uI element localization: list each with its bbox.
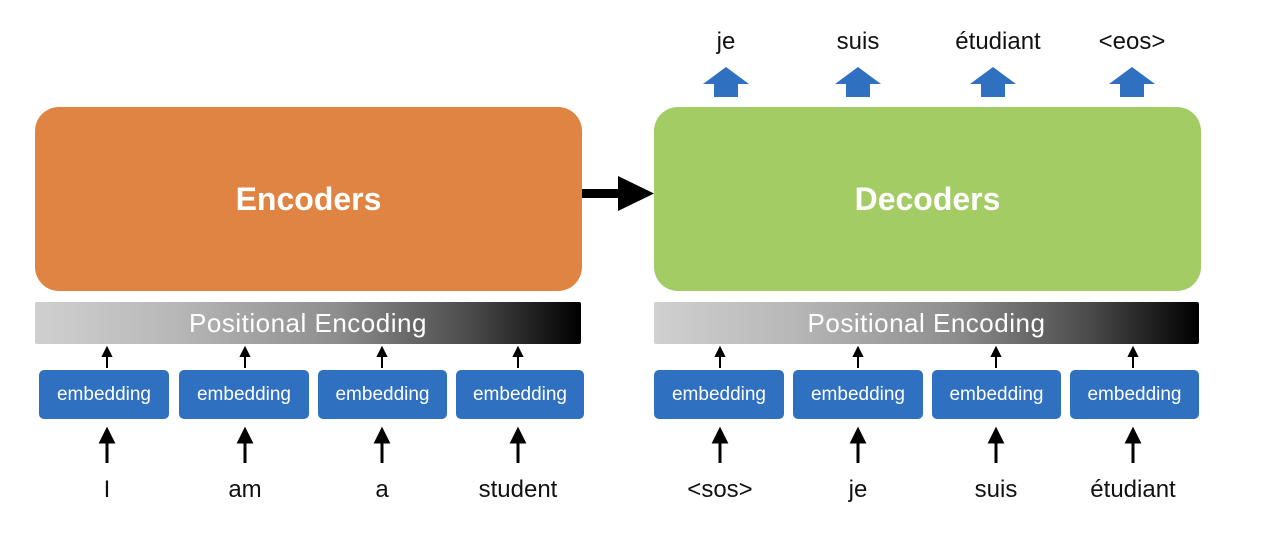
input-arrow-dec-3: [987, 426, 1005, 463]
output-word-1: je: [716, 28, 736, 55]
pe-arrow-dec-4: [1127, 345, 1139, 368]
output-arrow-2: [835, 67, 881, 97]
output-word-4: <eos>: [1098, 28, 1166, 55]
output-arrow-4: [1109, 67, 1155, 97]
encoder-to-decoder-arrow: [582, 176, 654, 211]
pe-arrow-enc-4: [512, 345, 524, 368]
decoder-positional-encoding: Positional Encoding: [654, 302, 1199, 344]
decoder-embedding-4: embedding: [1070, 370, 1199, 419]
input-arrow-enc-1: [98, 426, 116, 463]
encoder-input-word-4: student: [478, 476, 558, 503]
output-word-2: suis: [836, 28, 880, 55]
encoders-label: Encoders: [235, 180, 382, 217]
input-arrow-enc-2: [236, 426, 254, 463]
encoder-embedding-4: embedding: [456, 370, 584, 419]
pe-arrow-enc-1: [101, 345, 113, 368]
decoder-input-word-2: je: [848, 476, 868, 503]
encoder-embedding-1: embedding: [39, 370, 169, 419]
encoder-positional-encoding: Positional Encoding: [35, 302, 581, 344]
decoder-input-word-4: étudiant: [1090, 476, 1176, 503]
decoder-embedding-2: embedding: [793, 370, 923, 419]
decoders-block: Decoders: [654, 107, 1201, 291]
decoder-input-word-1: <sos>: [687, 476, 753, 503]
encoder-input-word-3: a: [375, 476, 389, 503]
pe-arrow-dec-2: [852, 345, 864, 368]
pe-arrow-enc-2: [239, 345, 251, 368]
decoder-positional-encoding-label: Positional Encoding: [807, 307, 1046, 338]
input-arrow-dec-4: [1124, 426, 1142, 463]
input-arrow-enc-3: [373, 426, 391, 463]
output-word-3: étudiant: [955, 28, 1041, 55]
pe-arrow-dec-1: [714, 345, 726, 368]
encoder-embedding-2: embedding: [179, 370, 309, 419]
decoder-input-word-3: suis: [974, 476, 1018, 503]
output-arrow-3: [970, 67, 1016, 97]
encoder-positional-encoding-label: Positional Encoding: [189, 307, 427, 338]
decoder-embedding-3: embedding: [932, 370, 1061, 419]
input-arrow-dec-2: [849, 426, 867, 463]
output-arrow-1: [703, 67, 749, 97]
encoder-input-word-1: I: [103, 476, 111, 503]
input-arrow-dec-1: [711, 426, 729, 463]
pe-arrow-enc-3: [376, 345, 388, 368]
encoder-embedding-3: embedding: [318, 370, 447, 419]
decoders-label: Decoders: [854, 180, 1001, 217]
decoder-embedding-1: embedding: [654, 370, 784, 419]
encoders-block: Encoders: [35, 107, 582, 291]
encoder-input-word-2: am: [228, 476, 262, 503]
input-arrow-enc-4: [509, 426, 527, 463]
pe-arrow-dec-3: [990, 345, 1002, 368]
